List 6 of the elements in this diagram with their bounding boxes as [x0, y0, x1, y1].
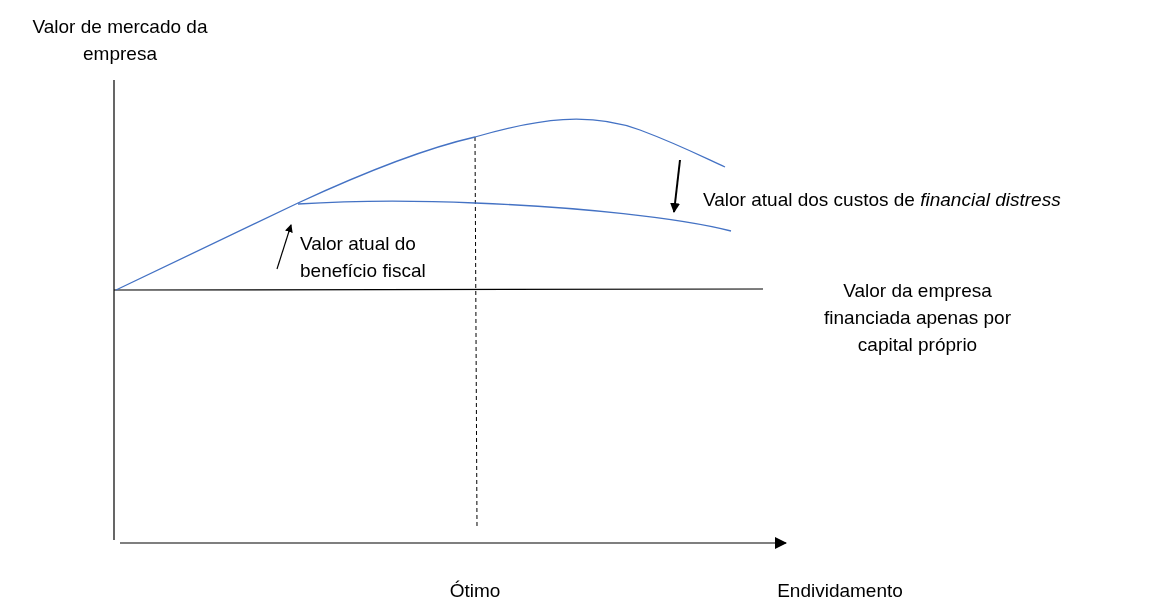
axis-label: Valor de mercado da empresa [31, 15, 209, 66]
curve-label: Valor atual do benefício fiscal [300, 232, 427, 283]
curve-label: Valor atual dos custos de financial distress [703, 188, 1062, 212]
line-label: Valor da empresa financiada apenas por capital próprio [823, 279, 1012, 357]
tick-label: Ótimo [448, 579, 502, 598]
axis-label: Endividamento [776, 579, 904, 598]
